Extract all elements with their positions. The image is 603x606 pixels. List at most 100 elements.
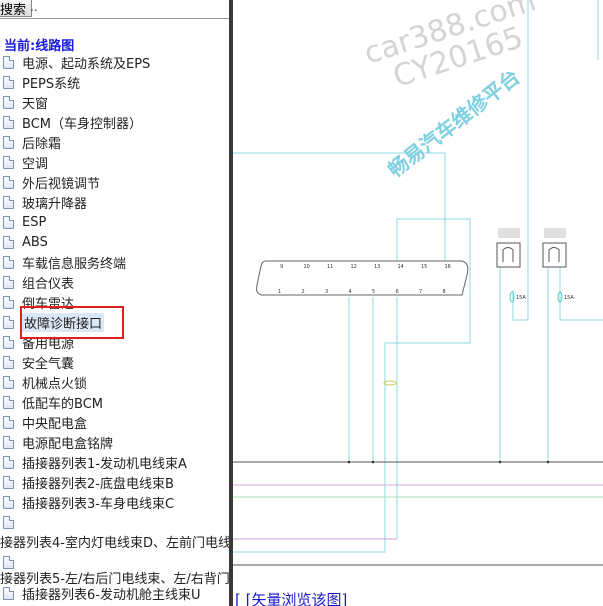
document-icon [3,315,14,329]
pin-label: 7 [419,289,422,295]
nav-item-label: 插接器列表4-室内灯电线束D、左前门电线束 [0,535,229,551]
nav-item[interactable]: 中央配电盒 [0,412,87,432]
nav-item-label: 中央配电盒 [22,416,88,432]
diagnostic-connector [256,260,469,296]
pin-label: 5 [372,289,375,295]
nav-item[interactable]: 插接器列表4-室内灯电线束D、左前门电线束 [0,531,229,551]
nav-item[interactable]: ESP [0,212,46,232]
fuse-label: 15A [516,295,526,301]
document-icon [3,215,14,229]
nav-item[interactable] [0,512,22,532]
nav-item[interactable] [0,552,22,572]
nav-item-label: 机械点火锁 [22,376,88,392]
nav-item[interactable]: 故障诊断接口 [0,312,105,332]
pin-label: 8 [443,289,446,295]
nav-item-label: 后除霜 [22,136,62,152]
document-icon [3,115,14,129]
document-icon [3,295,14,309]
document-icon [3,415,14,429]
parent-dir-link[interactable]: .. [30,0,38,14]
document-icon [3,195,14,209]
document-icon [3,155,14,169]
nav-item[interactable]: 安全气囊 [0,352,74,372]
fuse-label: 15A [564,295,574,301]
nav-item-label: 低配车的BCM [22,396,103,412]
nav-item-label: ESP [22,214,47,230]
document-icon [3,355,14,369]
nav-item[interactable]: 天窗 [0,92,48,112]
nav-item[interactable]: ABS [0,232,48,252]
nav-item[interactable]: 空调 [0,152,48,172]
nav-item[interactable]: 玻璃升降器 [0,192,87,212]
document-icon [3,75,14,89]
pin-label: 2 [302,289,305,295]
nav-item[interactable]: 车载信息服务终端 [0,252,126,272]
nav-item-label: 玻璃升降器 [22,196,88,212]
nav-item-label: 安全气囊 [22,356,75,372]
wire [233,152,446,261]
nav-item[interactable]: 后除霜 [0,132,61,152]
nav-item-label: 插接器列表3-车身电线束C [22,496,175,512]
document-icon [3,255,14,269]
nav-item-label: ABS [22,234,48,250]
sidebar-panel: 搜索 .. 当前:线路图 电源、起动系统及EPS PEPS系统天窗 BCM（车身控制… [0,0,229,606]
nav-item-label: 组合仪表 [22,276,75,292]
nav-item[interactable]: 备用电源 [0,332,74,352]
document-icon [3,135,14,149]
document-icon [3,515,14,529]
document-icon [3,375,14,389]
nav-item[interactable]: 插接器列表5-左/右后门电线束、左/右背门电线束 [0,567,229,587]
nav-item[interactable]: 电源、起动系统及EPS [0,52,150,72]
document-icon [3,95,14,109]
vector-view-link[interactable]: [ [矢量浏览该图] [235,591,348,606]
nav-item[interactable]: 插接器列表1-发动机电线束A [0,452,187,472]
document-icon [3,235,14,249]
pin-label: 13 [374,264,380,270]
wire [233,297,398,540]
current-section-title: 当前:线路图 [4,39,75,54]
highlight-annotation-box [20,306,124,339]
nav-item-label: 天窗 [22,96,49,112]
nav-item-label: 车载信息服务终端 [22,256,127,272]
nav-item-label: 备用电源 [22,336,75,352]
nav-item-label: 空调 [22,156,49,172]
document-icon [3,395,14,409]
nav-item-label: BCM（车身控制器） [22,116,142,132]
nav-item-label: 插接器列表2-底盘电线束B [22,476,174,492]
document-icon [3,55,14,69]
nav-item[interactable]: 电源配电盒铭牌 [0,432,113,452]
pin-label: 3 [325,289,328,295]
nav-item-label: 插接器列表5-左/右后门电线束、左/右背门电线束 [0,571,229,587]
nav-item-label: 故障诊断接口 [22,312,105,332]
nav-item[interactable]: 外后视镜调节 [0,172,100,192]
nav-item[interactable]: 插接器列表6-发动机舱主线束U [0,583,200,603]
document-icon [3,586,14,600]
nav-item[interactable]: PEPS系统 [0,72,80,92]
pin-label: 11 [327,264,333,270]
wire [559,267,603,321]
nav-item[interactable]: 机械点火锁 [0,372,87,392]
nav-item[interactable]: 插接器列表2-底盘电线束B [0,472,174,492]
relay-component [542,242,567,268]
panel-splitter[interactable] [229,0,233,606]
document-icon [3,275,14,289]
nav-item[interactable]: BCM（车身控制器） [0,112,142,132]
wire [233,218,471,553]
nav-item-label: 电源配电盒铭牌 [22,436,114,452]
pin-label: 9 [280,264,283,270]
nav-item-label: PEPS系统 [22,76,81,92]
nav-item-label: 插接器列表6-发动机舱主线束U [22,587,201,603]
nav-item[interactable]: 组合仪表 [0,272,74,292]
document-icon [3,495,14,509]
nav-item[interactable]: 低配车的BCM [0,392,103,412]
nav-item-label: 插接器列表1-发动机电线束A [22,456,187,472]
pin-label: 16 [445,264,451,270]
document-icon [3,335,14,349]
search-button[interactable]: 搜索 [0,0,33,17]
nav-item[interactable]: 插接器列表3-车身电线束C [0,492,174,512]
pin-label: 14 [398,264,404,270]
relay-component [496,242,521,268]
wire [512,0,529,321]
document-icon [3,175,14,189]
